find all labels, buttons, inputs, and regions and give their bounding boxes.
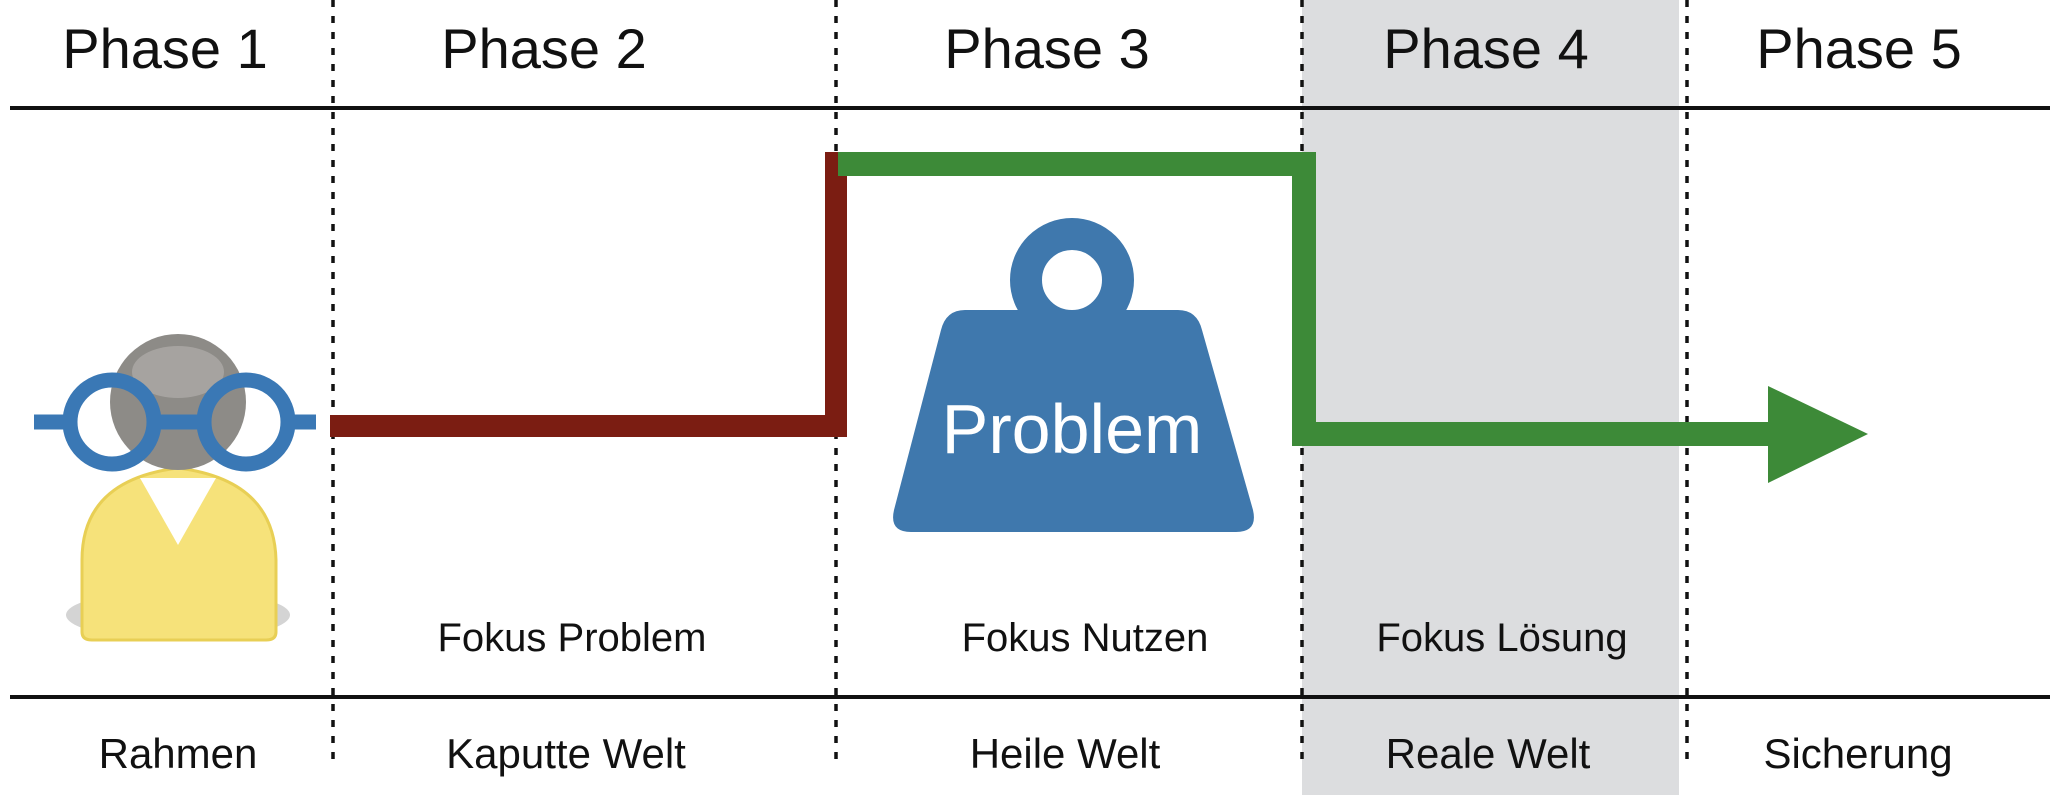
phase-4-highlight — [1302, 0, 1679, 795]
weight-icon — [893, 218, 1254, 532]
person-body — [80, 466, 278, 642]
phase-2-header: Phase 2 — [441, 17, 647, 80]
phase-5-bottom: Sicherung — [1763, 730, 1952, 777]
person-with-glasses-icon — [34, 334, 316, 642]
phase-5-header: Phase 5 — [1756, 17, 1962, 80]
phase-3-bottom: Heile Welt — [970, 730, 1161, 777]
phase-1-header: Phase 1 — [62, 17, 268, 80]
phase-4-focus: Fokus Lösung — [1376, 616, 1627, 660]
weight-label: Problem — [942, 390, 1203, 468]
person-head-highlight — [132, 346, 224, 398]
phase-2-bottom: Kaputte Welt — [446, 730, 686, 777]
arrow-right-icon — [1768, 386, 1868, 483]
solution-line — [838, 152, 1775, 446]
phase-3-header: Phase 3 — [944, 17, 1150, 80]
solution-path — [838, 152, 1868, 483]
phase-2-focus: Fokus Problem — [438, 616, 707, 660]
glasses-icon — [34, 372, 316, 472]
phase-1-bottom: Rahmen — [99, 730, 258, 777]
phase-4-bottom: Reale Welt — [1386, 730, 1591, 777]
phase-3-focus: Fokus Nutzen — [962, 616, 1209, 660]
weight-body — [893, 310, 1254, 532]
phase-4-header: Phase 4 — [1383, 17, 1589, 80]
problem-path — [330, 152, 847, 437]
person-collar — [140, 478, 216, 545]
